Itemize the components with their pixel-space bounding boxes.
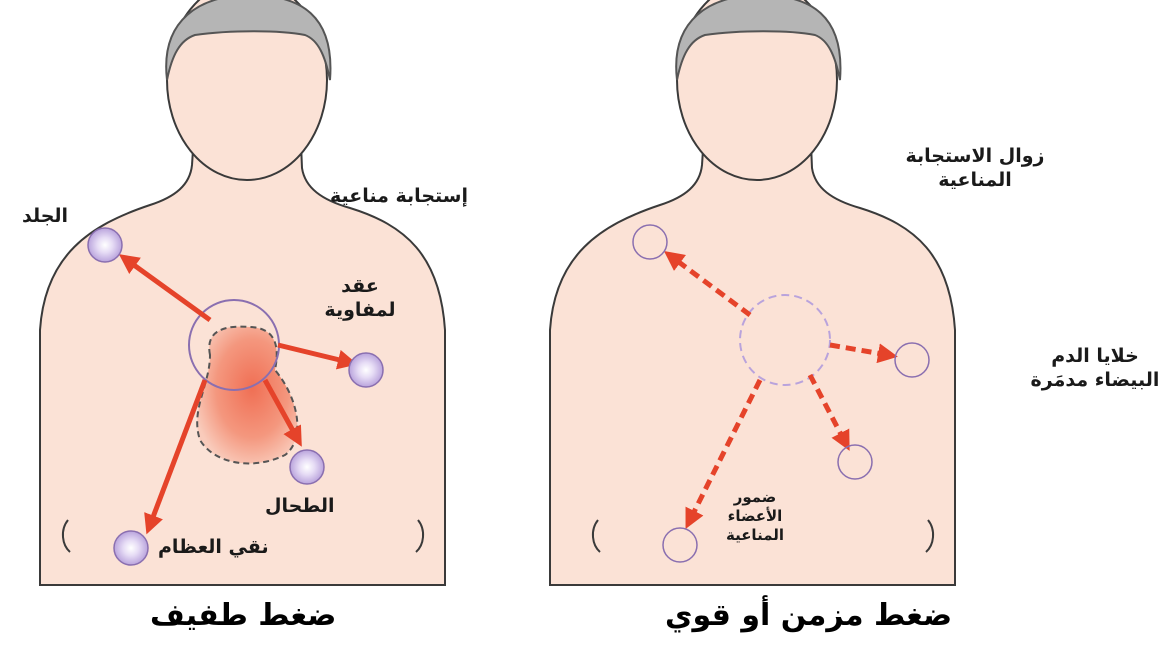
label-organ-atrophy: ضمور الأعضاء المناعية (715, 488, 795, 544)
caption-left: ضغط طفيف (150, 598, 336, 633)
cell-skin (88, 228, 122, 262)
label-loss-of-immune-response: زوال الاستجابة المناعية (900, 145, 1050, 193)
label-lymph-nodes-line1: عقد (320, 275, 400, 299)
cell-lymph (349, 353, 383, 387)
cell-bone-marrow (114, 531, 148, 565)
label-atrophy-line1: ضمور (715, 488, 795, 507)
label-wbc-line1: خلايا الدم (1020, 345, 1170, 369)
caption-right: ضغط مزمن أو قوي (665, 598, 952, 633)
label-loss-line2: المناعية (900, 169, 1050, 193)
label-bone-marrow: نقي العظام (158, 536, 269, 560)
label-lymph-nodes: عقد لمفاوية (320, 275, 400, 323)
label-loss-line1: زوال الاستجابة (900, 145, 1050, 169)
label-skin: الجلد (22, 205, 68, 229)
label-atrophy-line3: المناعية (715, 526, 795, 545)
label-immune-response: إستجابة مناعية (330, 185, 468, 209)
cell-spleen (290, 450, 324, 484)
label-atrophy-line2: الأعضاء (715, 507, 795, 526)
label-lymph-nodes-line2: لمفاوية (320, 299, 400, 323)
label-spleen: الطحال (265, 495, 334, 519)
label-wbc-line2: البيضاء مدمَرة (1020, 369, 1170, 393)
label-destroyed-wbc: خلايا الدم البيضاء مدمَرة (1020, 345, 1170, 393)
